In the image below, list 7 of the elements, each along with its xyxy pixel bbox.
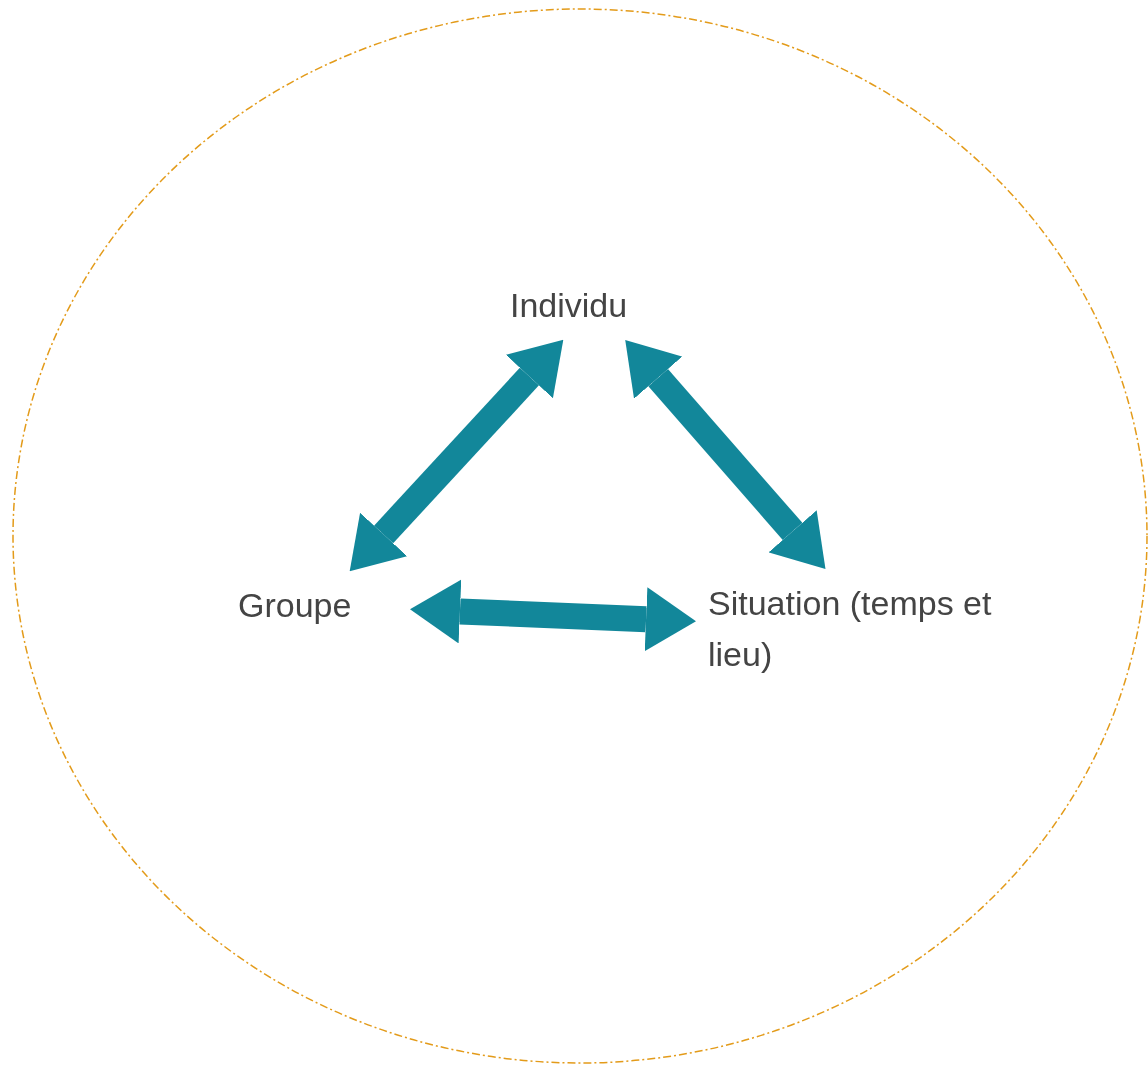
node-label: Individu	[510, 280, 680, 331]
dashed-ellipse	[12, 8, 1148, 1064]
double-arrow	[625, 340, 826, 569]
double-arrow	[349, 339, 564, 572]
node-label: Situation (temps et lieu)	[708, 578, 1048, 680]
double-arrow	[410, 579, 696, 652]
node-label: Groupe	[238, 580, 398, 631]
